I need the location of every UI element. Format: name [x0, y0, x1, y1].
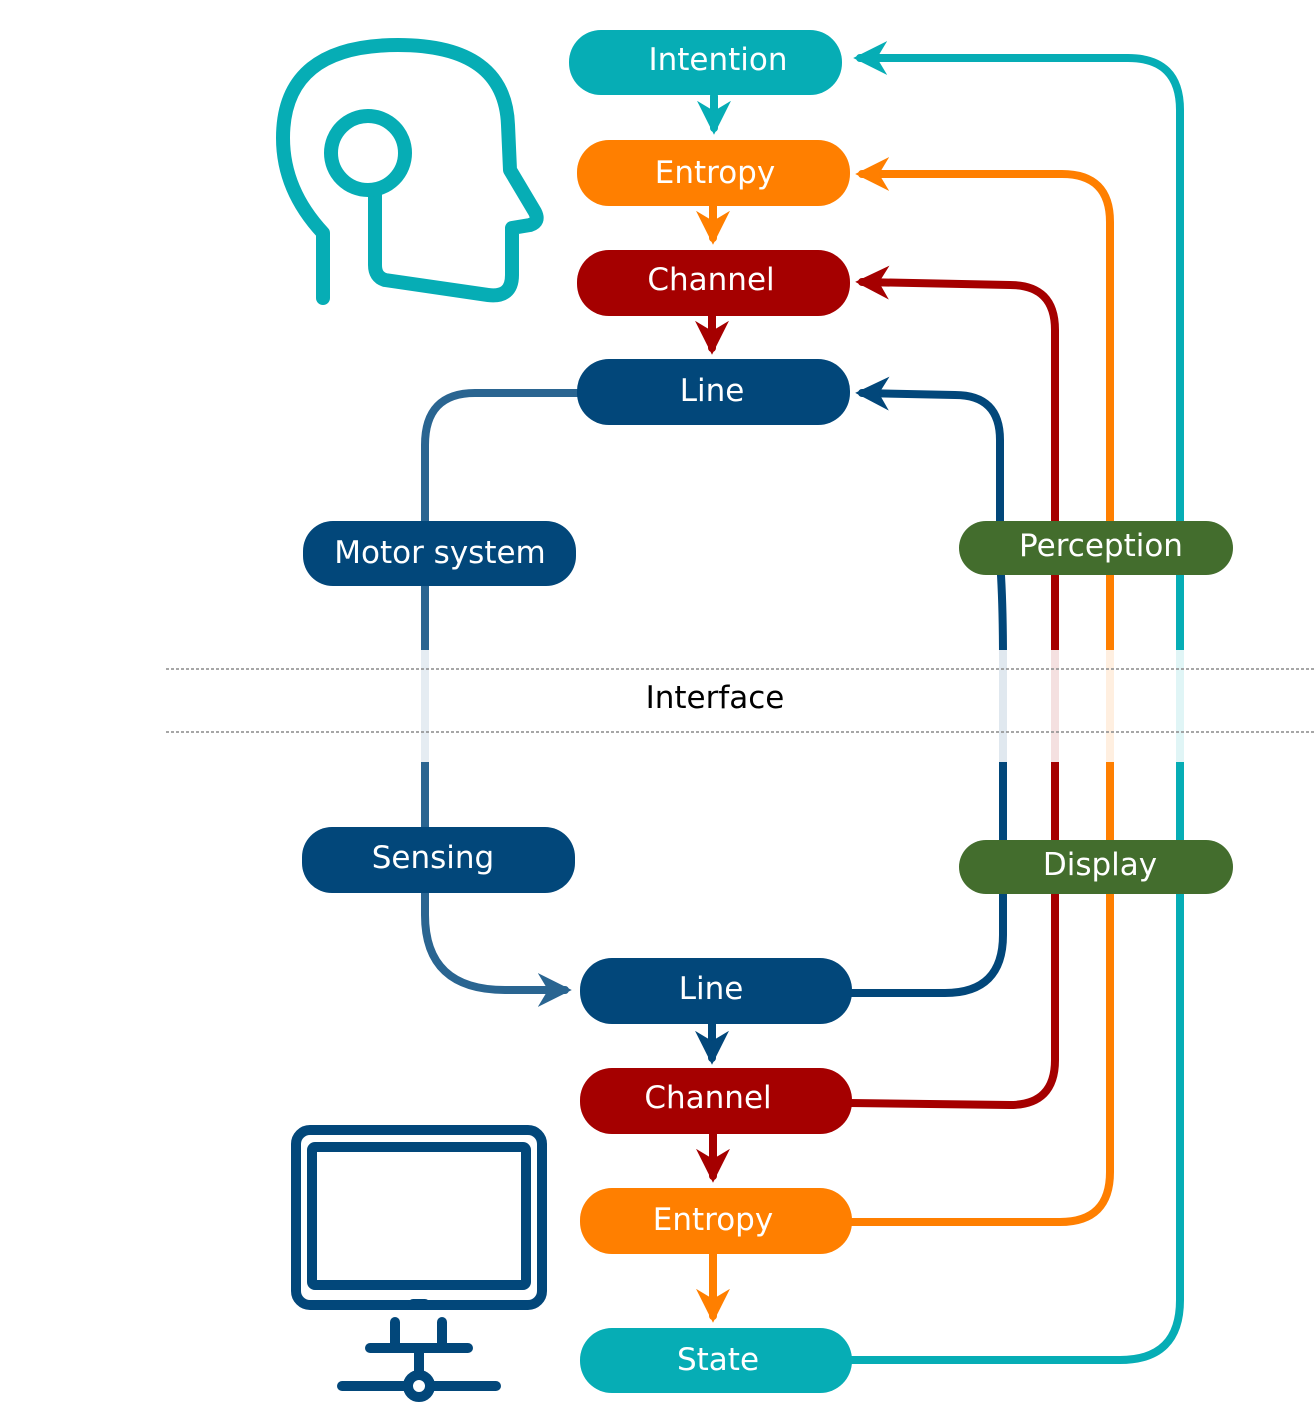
interface-band: Interface	[166, 650, 1314, 762]
computer-monitor-icon	[291, 1125, 547, 1402]
arrow-state-to-intention	[846, 41, 1184, 1364]
node-state: State	[580, 1328, 852, 1393]
node-entropy-bottom: Entropy	[580, 1188, 852, 1254]
node-line-top-label: Line	[680, 373, 745, 409]
node-motor-system: Motor system	[303, 521, 576, 586]
arrow-sensing-to-line	[421, 881, 572, 1007]
node-perception-label: Perception	[1019, 528, 1183, 564]
node-state-label: State	[677, 1342, 759, 1378]
node-channel-top-label: Channel	[647, 262, 774, 298]
node-sensing-label: Sensing	[372, 840, 495, 876]
node-entropy-top: Entropy	[577, 140, 850, 206]
node-line-top: Line	[577, 359, 850, 425]
node-entropy-bottom-label: Entropy	[653, 1202, 773, 1238]
node-motor-system-label: Motor system	[334, 535, 546, 571]
node-entropy-top-label: Entropy	[655, 155, 775, 191]
node-sensing: Sensing	[302, 827, 575, 893]
node-intention-label: Intention	[648, 42, 787, 78]
node-perception: Perception	[959, 521, 1233, 575]
node-display-label: Display	[1043, 847, 1157, 883]
interface-label: Interface	[646, 680, 785, 716]
arrow-line-feedback	[846, 376, 1007, 997]
node-intention: Intention	[569, 30, 842, 95]
arrow-motor-loop	[421, 389, 584, 534]
node-line-bottom-label: Line	[679, 971, 744, 1007]
node-display: Display	[959, 840, 1233, 894]
node-channel-bottom-label: Channel	[644, 1080, 771, 1116]
node-channel-top: Channel	[577, 250, 850, 316]
node-line-bottom: Line	[580, 958, 852, 1024]
node-channel-bottom: Channel	[580, 1068, 852, 1134]
human-head-icon	[276, 38, 544, 305]
